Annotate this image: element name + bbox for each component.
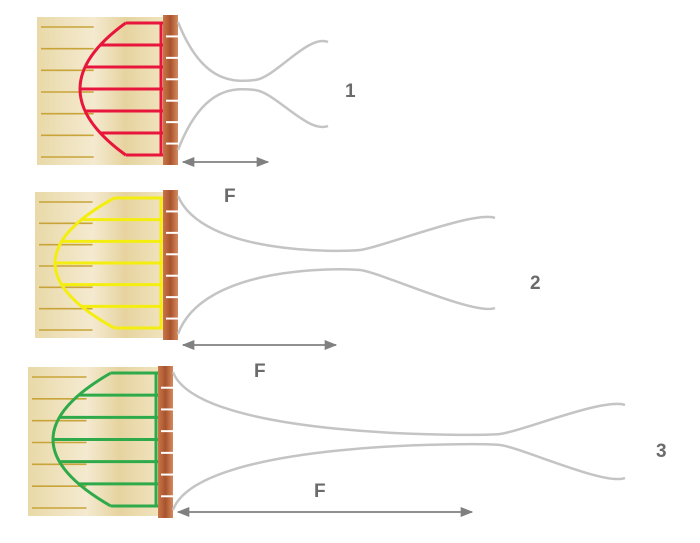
lower-boundary-curve xyxy=(176,87,329,151)
electrode xyxy=(163,15,178,165)
lower-boundary-curve xyxy=(176,268,496,335)
lower-boundary-curve xyxy=(171,443,626,511)
upper-boundary-curve xyxy=(176,21,329,83)
substrate-block xyxy=(28,367,158,516)
velocity-profile-curve xyxy=(78,21,127,157)
upper-boundary-curve xyxy=(171,371,626,437)
panel-number: 3 xyxy=(656,441,667,462)
force-label: F xyxy=(224,186,236,207)
electrode xyxy=(163,190,178,340)
velocity-profile-curve xyxy=(51,371,112,508)
upper-boundary-curve xyxy=(176,195,496,253)
substrate-block xyxy=(37,17,163,165)
panel-number: 2 xyxy=(530,273,541,294)
panel-2: F2 xyxy=(35,190,541,382)
panel-3: F3 xyxy=(28,366,667,518)
panel-1: F1 xyxy=(37,15,356,207)
force-label: F xyxy=(254,361,266,382)
electrode xyxy=(158,366,173,518)
force-label: F xyxy=(314,481,326,502)
velocity-profile-curve xyxy=(53,196,116,330)
panel-number: 1 xyxy=(345,81,356,102)
